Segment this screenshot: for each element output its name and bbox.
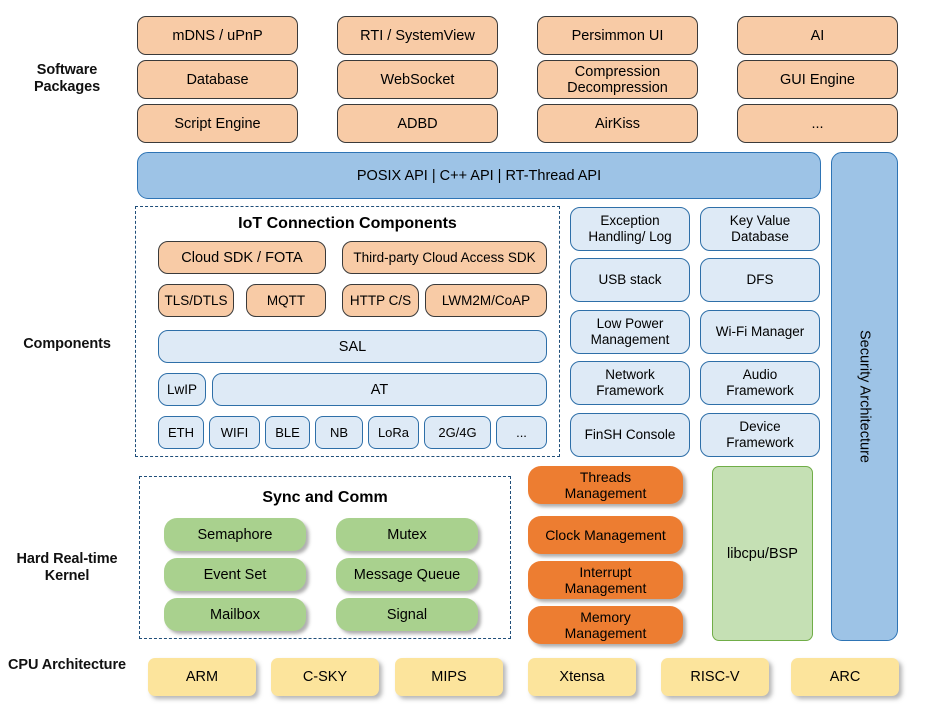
package-script-engine[interactable]: Script Engine [137, 104, 298, 143]
sync-mutex[interactable]: Mutex [336, 518, 478, 551]
iot-cloud-sdk-fota[interactable]: Cloud SDK / FOTA [158, 241, 326, 274]
sync-message-queue[interactable]: Message Queue [336, 558, 478, 591]
package-mdns-upnp[interactable]: mDNS / uPnP [137, 16, 298, 55]
package-persimmon-ui[interactable]: Persimmon UI [537, 16, 698, 55]
api-bar[interactable]: POSIX API | C++ API | RT-Thread API [137, 152, 821, 199]
sync-semaphore[interactable]: Semaphore [164, 518, 306, 551]
kernel-memory-management[interactable]: Memory Management [528, 606, 683, 644]
kernel-clock-management[interactable]: Clock Management [528, 516, 683, 554]
cpu-xtensa[interactable]: Xtensa [528, 658, 636, 696]
iot-lwip[interactable]: LwIP [158, 373, 206, 406]
row-label-components: Components [23, 336, 111, 352]
iot-lora[interactable]: LoRa [368, 416, 419, 449]
iot-ble[interactable]: BLE [265, 416, 310, 449]
security-architecture-bar[interactable]: Security Architecture [831, 152, 898, 641]
sync-mailbox[interactable]: Mailbox [164, 598, 306, 631]
sync-signal[interactable]: Signal [336, 598, 478, 631]
iot-third-party-cloud-access-sdk[interactable]: Third-party Cloud Access SDK [342, 241, 547, 274]
libcpu-bsp[interactable]: libcpu/BSP [712, 466, 813, 641]
cpu-c-sky[interactable]: C-SKY [271, 658, 379, 696]
iot-eth[interactable]: ETH [158, 416, 204, 449]
component-low-power-management[interactable]: Low Power Management [570, 310, 690, 354]
sync-and-comm-title: Sync and Comm [262, 489, 388, 506]
cpu-arc[interactable]: ARC [791, 658, 899, 696]
iot-more[interactable]: ... [496, 416, 547, 449]
sync-event-set[interactable]: Event Set [164, 558, 306, 591]
iot-wifi[interactable]: WIFI [209, 416, 260, 449]
package-more[interactable]: ... [737, 104, 898, 143]
package-database[interactable]: Database [137, 60, 298, 99]
sync-and-comm-group [139, 476, 511, 639]
component-audio-framework[interactable]: Audio Framework [700, 361, 820, 405]
component-dfs[interactable]: DFS [700, 258, 820, 302]
row-label-kernel: Hard Real-time Kernel [16, 551, 118, 584]
cpu-risc-v[interactable]: RISC-V [661, 658, 769, 696]
package-adbd[interactable]: ADBD [337, 104, 498, 143]
iot-http-cs[interactable]: HTTP C/S [342, 284, 419, 317]
component-key-value-database[interactable]: Key Value Database [700, 207, 820, 251]
security-architecture-label: Security Architecture [856, 330, 873, 463]
cpu-arm[interactable]: ARM [148, 658, 256, 696]
package-ai[interactable]: AI [737, 16, 898, 55]
component-exception-handling-log[interactable]: Exception Handling/ Log [570, 207, 690, 251]
kernel-threads-management[interactable]: Threads Management [528, 466, 683, 504]
package-airkiss[interactable]: AirKiss [537, 104, 698, 143]
kernel-interrupt-management[interactable]: Interrupt Management [528, 561, 683, 599]
iot-at[interactable]: AT [212, 373, 547, 406]
package-gui-engine[interactable]: GUI Engine [737, 60, 898, 99]
package-websocket[interactable]: WebSocket [337, 60, 498, 99]
iot-connection-components-title: IoT Connection Components [238, 215, 457, 232]
row-label-software-packages: Software Packages [33, 62, 101, 95]
iot-2g-4g[interactable]: 2G/4G [424, 416, 491, 449]
iot-lwm2m-coap[interactable]: LWM2M/CoAP [425, 284, 547, 317]
iot-connection-components-group [135, 206, 560, 457]
component-device-framework[interactable]: Device Framework [700, 413, 820, 457]
iot-tls-dtls[interactable]: TLS/DTLS [158, 284, 234, 317]
iot-nb[interactable]: NB [315, 416, 363, 449]
component-finsh-console[interactable]: FinSH Console [570, 413, 690, 457]
component-wifi-manager[interactable]: Wi-Fi Manager [700, 310, 820, 354]
component-network-framework[interactable]: Network Framework [570, 361, 690, 405]
iot-mqtt[interactable]: MQTT [246, 284, 326, 317]
iot-sal[interactable]: SAL [158, 330, 547, 363]
cpu-mips[interactable]: MIPS [395, 658, 503, 696]
package-compression-decompression[interactable]: Compression Decompression [537, 60, 698, 99]
component-usb-stack[interactable]: USB stack [570, 258, 690, 302]
package-rti-systemview[interactable]: RTI / SystemView [337, 16, 498, 55]
row-label-cpu: CPU Architecture [8, 657, 126, 673]
